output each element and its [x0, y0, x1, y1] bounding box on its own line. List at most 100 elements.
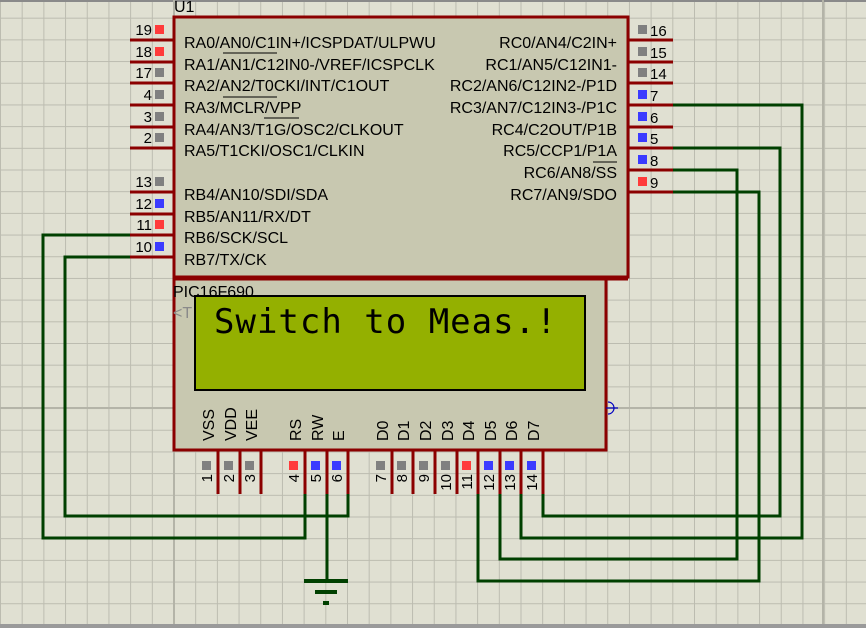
- pin-number: 14: [524, 474, 541, 491]
- lcd-pin-13[interactable]: 13 D6: [502, 420, 523, 494]
- pin-number: 13: [502, 474, 519, 491]
- origin-marker-icon: [606, 401, 618, 415]
- lcd-pin-5[interactable]: 5RW: [308, 414, 329, 494]
- pin-state-indicator: [155, 220, 164, 229]
- pin-number: 4: [286, 474, 303, 482]
- pin-number: 9: [416, 474, 433, 482]
- pin-state-indicator: [155, 112, 164, 121]
- pin-state-indicator: [245, 461, 254, 470]
- pin-number: 3: [144, 109, 152, 126]
- pin-label: RC3/AN7/C12IN3-/P1C: [450, 100, 617, 117]
- pin-number: 12: [481, 474, 498, 491]
- pin-number: 5: [650, 131, 658, 148]
- pin-number: 14: [650, 66, 667, 83]
- pin-state-indicator: [638, 90, 647, 99]
- pin-state-indicator: [484, 461, 493, 470]
- pin-state-indicator: [638, 177, 647, 186]
- pin-label: D4: [461, 420, 478, 441]
- pin-label: D3: [440, 420, 457, 441]
- wire-rc5-d7[interactable]: [541, 146, 782, 518]
- pin-number: 18: [135, 44, 152, 61]
- lcd-pin-3[interactable]: 3 VEE: [242, 409, 263, 494]
- lcd-pin-7[interactable]: 7D0: [373, 420, 394, 494]
- wire-rc3-d6[interactable]: [519, 103, 804, 540]
- lcd-pin-9[interactable]: 9 D2: [416, 420, 437, 494]
- pin-label: RB5/AN11/RX/DT: [184, 209, 311, 226]
- lcd-pin-6[interactable]: 6E: [329, 430, 350, 494]
- lcd-pin-4[interactable]: 4RS: [286, 419, 307, 494]
- pin-number: 5: [308, 474, 325, 482]
- pin-state-indicator: [311, 461, 320, 470]
- wire-rb6-rs[interactable]: [41, 233, 307, 540]
- pin-label: RC4/C2OUT/P1B: [492, 122, 617, 139]
- pin-number: 1: [199, 474, 216, 482]
- lcd-display-line-1: Switch to Meas.!: [214, 302, 558, 342]
- pin-state-indicator: [527, 461, 536, 470]
- pin-number: 10: [438, 474, 455, 491]
- pin-label: D2: [418, 420, 435, 441]
- pin-label: RA5/T1CKI/OSC1/CLKIN: [184, 143, 365, 160]
- pin-number: 11: [459, 474, 476, 490]
- pin-label: RA3/MCLR/VPP: [184, 100, 301, 117]
- ground-symbol[interactable]: [304, 579, 348, 605]
- pin-label: RC1/AN5/C12IN1-: [485, 57, 617, 74]
- pin-label: RC2/AN6/C12IN2-/P1D: [450, 78, 617, 95]
- pin-number: 11: [136, 217, 152, 234]
- wire-rb7-e[interactable]: [63, 255, 350, 518]
- lcd-screen: [194, 295, 586, 391]
- pin-label: RA2/AN2/T0CKI/INT/C1OUT: [184, 78, 390, 95]
- pin-label: RC0/AN4/C2IN+: [499, 35, 617, 52]
- pin-label: D6: [504, 420, 521, 441]
- pin-label: RC6/AN8/SS: [524, 165, 617, 182]
- pin-number: 12: [135, 196, 152, 213]
- pin-number: 4: [144, 87, 152, 104]
- pin-state-indicator: [638, 47, 647, 56]
- pin-number: 13: [135, 174, 152, 191]
- pin-label: RA1/AN1/C12IN0-/VREF/ICSPCLK: [184, 57, 435, 74]
- pin-number: 6: [329, 474, 346, 482]
- wire-rc7-d4[interactable]: [476, 190, 761, 583]
- pin-number: 9: [650, 175, 658, 192]
- lcd-pin-8[interactable]: 8D1: [394, 420, 415, 494]
- pin-state-indicator: [224, 461, 233, 470]
- wire-rc6-d5[interactable]: [498, 168, 739, 561]
- pin-state-indicator: [289, 461, 298, 470]
- pin-state-indicator: [202, 461, 211, 470]
- pin-state-indicator: [155, 133, 164, 142]
- pin-label: VSS: [201, 409, 218, 441]
- lcd-pin-11[interactable]: 11 D4: [459, 420, 480, 494]
- lcd-pin-1[interactable]: 1 VSS: [199, 409, 220, 494]
- pin-number: 3: [242, 474, 259, 482]
- pin-state-indicator: [155, 47, 164, 56]
- mcu-ref-label: U1: [174, 0, 195, 16]
- pin-number: 19: [135, 22, 152, 39]
- pin-label: RA0/AN0/C1IN+/ICSPDAT/ULPWU: [184, 35, 436, 52]
- pin-number: 8: [394, 474, 411, 482]
- lcd-pin-10[interactable]: 10 D3: [438, 420, 459, 494]
- pin-label: RA4/AN3/T1G/OSC2/CLKOUT: [184, 122, 404, 139]
- pin-state-indicator: [419, 461, 428, 470]
- pin-label: VEE: [244, 409, 261, 441]
